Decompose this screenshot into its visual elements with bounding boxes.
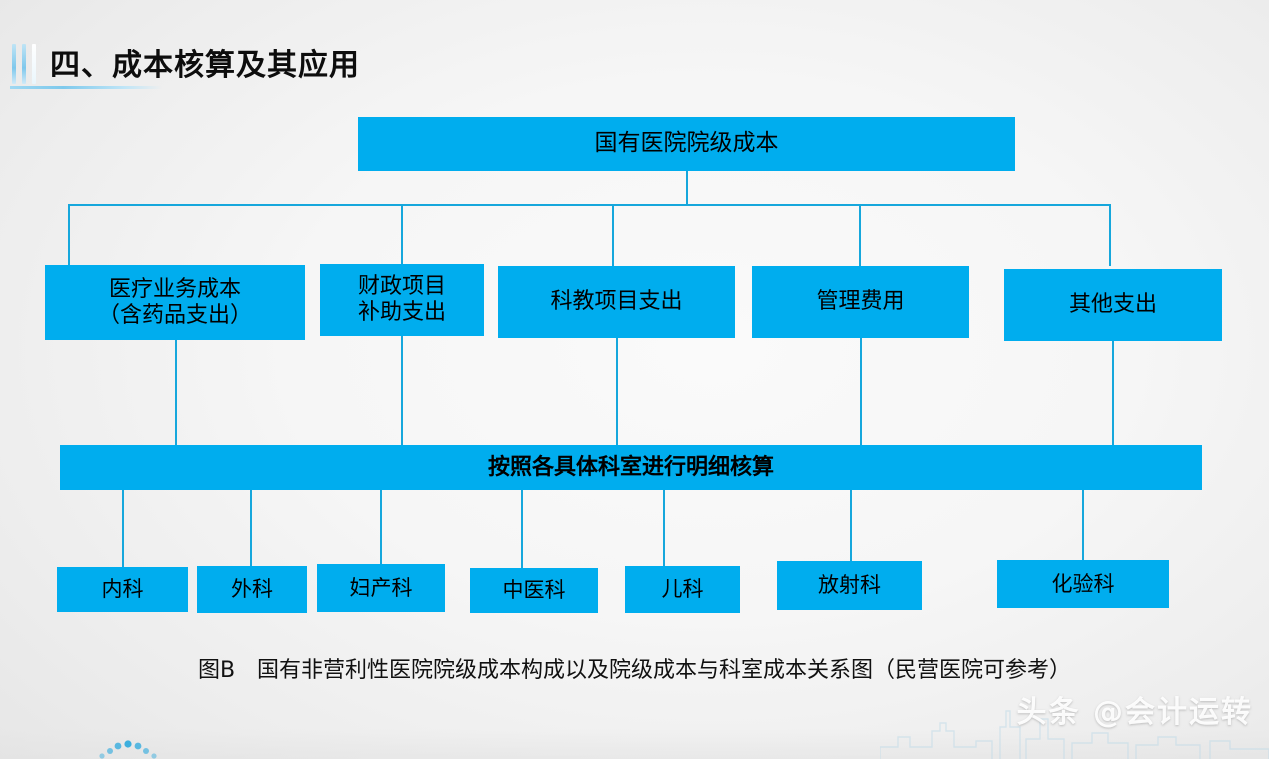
node-level2-research-education[interactable]: 科教项目支出 [498,266,735,338]
label-line-1: 其他支出 [1068,292,1157,318]
node-dept-surgery[interactable]: 外科 [197,566,307,613]
connector-bar-to-dept-2 [250,490,252,566]
node-dept-obstetrics-gynecology-label: 妇产科 [349,575,413,600]
label-line-1: 财政项目 [357,274,446,300]
node-level2-admin-expense-label: 管理费用 [816,289,904,315]
connector-node2-to-detail-bar [401,336,403,445]
title-decoration-bar-3 [32,44,36,84]
title-underline [10,86,162,89]
label-line-1: 管理费用 [816,289,905,315]
node-root-label: 国有医院院级成本 [594,130,779,157]
node-level2-medical-cost-label: 医疗业务成本 （含药品支出） [98,277,252,329]
title-decoration-bar-1 [12,44,16,84]
label-line-2: （含药品支出） [97,302,252,328]
node-dept-tcm[interactable]: 中医科 [470,568,598,613]
label-line-1: 科教项目支出 [550,289,683,315]
page-title: 四、成本核算及其应用 [50,48,360,83]
connector-bar-to-dept-3 [380,490,382,564]
node-level2-admin-expense[interactable]: 管理费用 [752,266,969,338]
connector-bus-to-node-1 [68,204,70,266]
node-dept-laboratory-label: 化验科 [1051,571,1115,596]
footer-edge-gradient [0,729,1269,759]
node-level2-fiscal-subsidy[interactable]: 财政项目 补助支出 [320,264,484,336]
title-decoration-icon [8,44,38,88]
connector-bus-to-node-2 [401,204,403,266]
node-dept-laboratory[interactable]: 化验科 [997,560,1169,608]
node-dept-pediatrics[interactable]: 儿科 [625,566,740,613]
node-dept-internal-medicine-label: 内科 [101,577,144,602]
node-level2-other-expense-label: 其他支出 [1069,292,1157,318]
node-level2-medical-cost[interactable]: 医疗业务成本 （含药品支出） [45,265,305,340]
connector-bus-to-node-3 [612,204,614,266]
node-dept-internal-medicine[interactable]: 内科 [57,567,188,612]
dotted-arc-decoration-icon [99,740,157,759]
label-line-2: 补助支出 [357,300,446,325]
node-level2-research-education-label: 科教项目支出 [550,289,682,315]
connector-root-stem [686,171,688,205]
node-root[interactable]: 国有医院院级成本 [358,117,1015,171]
skyline-decoration-icon [880,710,1269,759]
connector-node5-to-detail-bar [1112,341,1114,445]
node-level2-fiscal-subsidy-label: 财政项目 补助支出 [358,274,446,326]
node-detail-accounting-bar[interactable]: 按照各具体科室进行明细核算 [60,445,1202,490]
node-dept-tcm-label: 中医科 [502,578,566,603]
connector-node4-to-detail-bar [860,338,862,445]
node-dept-obstetrics-gynecology[interactable]: 妇产科 [317,564,445,612]
node-dept-radiology[interactable]: 放射科 [777,561,922,610]
node-level2-other-expense[interactable]: 其他支出 [1004,269,1222,341]
connector-bar-to-dept-1 [122,490,124,567]
connector-level2-bus [68,204,1110,206]
connector-bar-to-dept-6 [850,490,852,561]
node-detail-accounting-label: 按照各具体科室进行明细核算 [487,454,774,480]
node-dept-pediatrics-label: 儿科 [661,577,704,602]
connector-bar-to-dept-7 [1082,490,1084,560]
watermark: 头条 @会计运转 [1016,695,1253,730]
connector-node1-to-detail-bar [175,340,177,445]
figure-caption: 图B 国有非营利性医院院级成本构成以及院级成本与科室成本关系图（民营医院可参考） [197,658,1072,683]
node-dept-radiology-label: 放射科 [818,573,881,598]
node-dept-surgery-label: 外科 [231,577,273,602]
label-line-1: 医疗业务成本 [108,276,241,302]
title-decoration-bar-2 [22,44,26,84]
connector-node3-to-detail-bar [616,338,618,445]
connector-bar-to-dept-4 [521,490,523,568]
connector-bus-to-node-5 [1109,204,1111,266]
connector-bus-to-node-4 [859,204,861,266]
connector-bar-to-dept-5 [663,490,665,566]
slide-title-bar: 四、成本核算及其应用 [0,18,1269,89]
